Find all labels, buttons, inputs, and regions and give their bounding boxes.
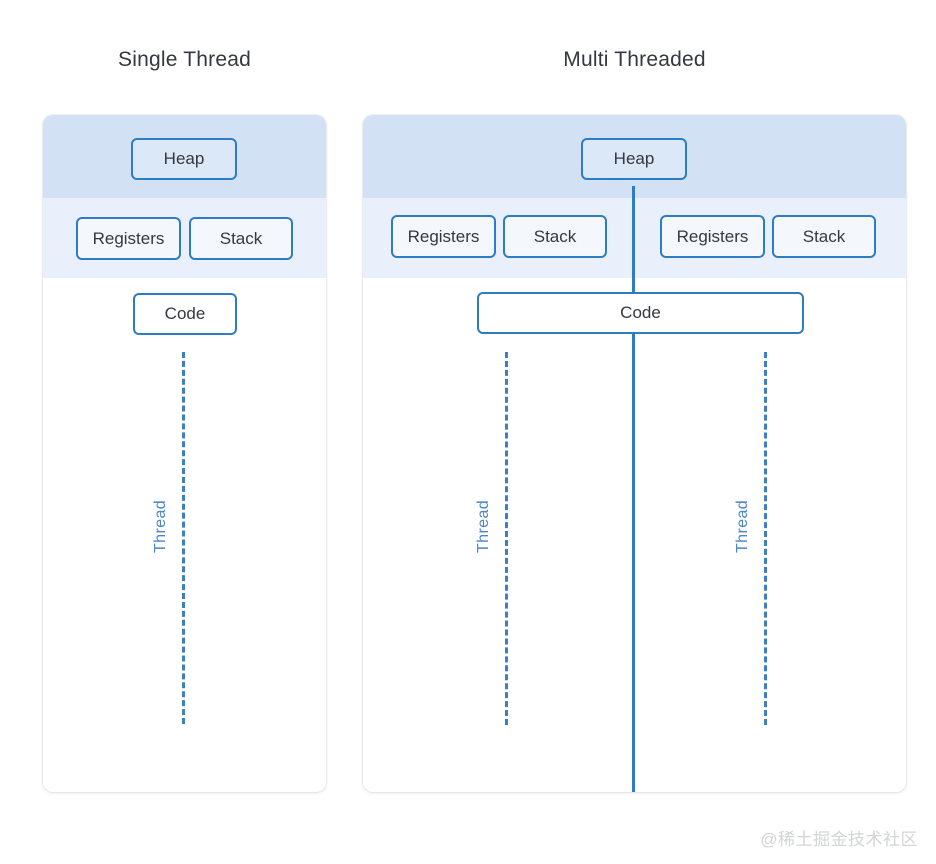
- thread-label-2: Thread: [734, 499, 751, 553]
- multi-threaded-panel: Heap Registers Stack Registers Stack Cod…: [363, 115, 906, 792]
- single-thread-panel: Heap Registers Stack Code Thread: [43, 115, 326, 792]
- heap-box-multi[interactable]: Heap: [581, 138, 687, 180]
- code-box-single[interactable]: Code: [133, 293, 237, 335]
- stack-box-thread-2[interactable]: Stack: [772, 215, 876, 258]
- heap-box-single[interactable]: Heap: [131, 138, 237, 180]
- thread-divider-line: [632, 186, 635, 792]
- thread-dashed-line-single: [182, 352, 185, 724]
- stack-box-thread-1[interactable]: Stack: [503, 215, 607, 258]
- registers-box-single[interactable]: Registers: [76, 217, 181, 260]
- panel-title-multi-threaded: Multi Threaded: [563, 48, 706, 71]
- thread-dashed-line-1: [505, 352, 508, 725]
- registers-box-thread-1[interactable]: Registers: [391, 215, 496, 258]
- panel-title-single-thread: Single Thread: [118, 48, 251, 71]
- code-box-multi[interactable]: Code: [477, 292, 804, 334]
- thread-dashed-line-2: [764, 352, 767, 725]
- thread-label-1: Thread: [475, 499, 492, 553]
- registers-box-thread-2[interactable]: Registers: [660, 215, 765, 258]
- thread-label-single: Thread: [152, 499, 169, 553]
- watermark-text: @稀土掘金技术社区: [760, 830, 918, 849]
- stack-box-single[interactable]: Stack: [189, 217, 293, 260]
